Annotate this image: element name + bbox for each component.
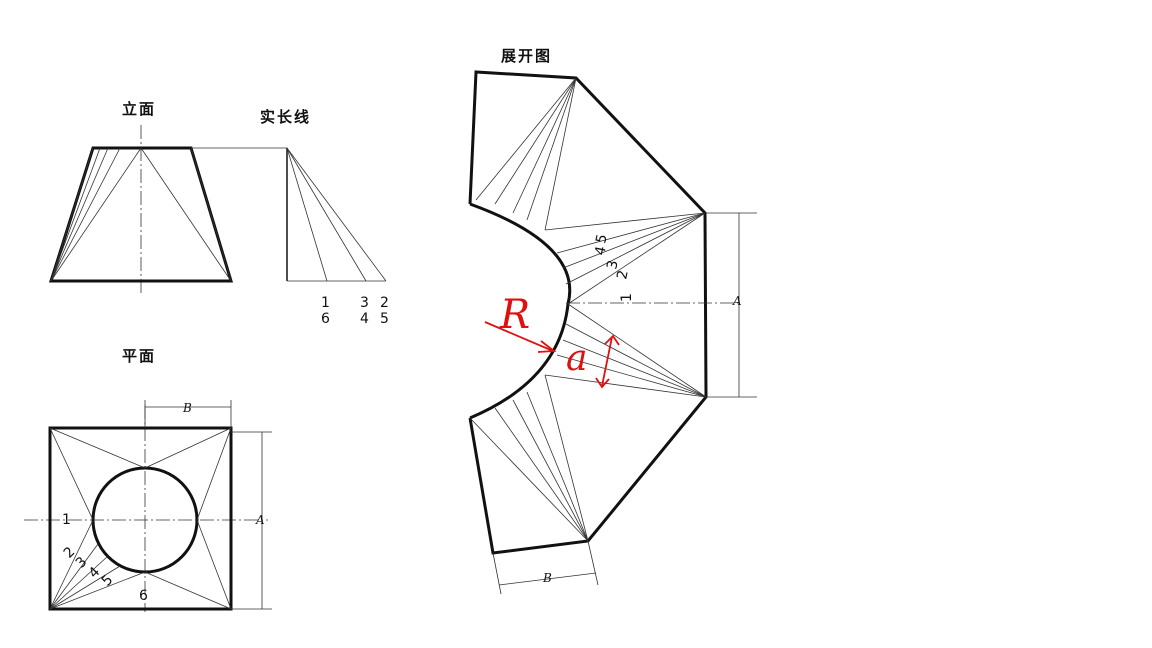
- plan-triangulation: [49, 427, 232, 610]
- tl-label-1: 1: [321, 295, 330, 311]
- a-arrow-shaft: [601, 336, 613, 387]
- dev-label-3: 3: [604, 259, 622, 271]
- dev-label-1: 1: [619, 293, 635, 302]
- elevation-triangulation: [50, 147, 232, 282]
- elevation-title: 立面: [122, 100, 156, 118]
- dev-dim-b-line: [498, 572, 597, 586]
- plan-label-5: 5: [99, 572, 117, 590]
- true-length-line-2: [286, 147, 387, 282]
- a-arrow-head-bottom: [595, 377, 610, 389]
- plan-label-6: 6: [139, 588, 148, 604]
- plan-view: 平面 B A 1 2 3 4 5: [24, 347, 272, 612]
- development-title: 展开图: [501, 47, 552, 65]
- dev-dim-b-ext-left: [492, 552, 502, 595]
- tl-label-5: 5: [380, 311, 389, 327]
- development-outline: [468, 70, 708, 555]
- true-length-line-1: [286, 147, 328, 282]
- a-arrow-head-top: [604, 334, 620, 346]
- a-annotation: a: [566, 338, 587, 379]
- tl-label-6: 6: [321, 311, 330, 327]
- dev-label-4: 4: [592, 245, 610, 257]
- dev-label-5: 5: [593, 233, 611, 245]
- radius-arrow-shaft: [484, 321, 554, 352]
- true-length-line-3: [286, 147, 367, 282]
- development-lower-triangulation: [469, 374, 589, 542]
- radius-annotation: R: [499, 292, 530, 338]
- plan-dim-a-label: A: [255, 513, 265, 527]
- dev-dim-a-label: A: [732, 294, 742, 308]
- tl-label-2: 2: [380, 295, 389, 311]
- dev-dim-b-ext-right: [587, 540, 599, 586]
- dev-label-2: 2: [614, 269, 632, 281]
- tl-label-3: 3: [360, 295, 369, 311]
- radius-arrow-head: [537, 340, 557, 353]
- elevation-view: 立面: [48, 100, 287, 296]
- plan-square: [48, 426, 233, 611]
- development-upper-triangulation: [475, 77, 577, 231]
- plan-title: 平面: [122, 347, 156, 365]
- plan-dim-b-label: B: [182, 401, 192, 415]
- red-annotations: R a: [484, 292, 620, 389]
- development-middle-triangulation: [544, 212, 707, 398]
- tl-label-4: 4: [360, 311, 369, 327]
- plan-label-1: 1: [62, 512, 71, 528]
- true-length-title: 实长线: [260, 108, 311, 126]
- development-view: 展开图: [468, 47, 757, 595]
- true-length-view: 实长线 1 3 2 6 4 5: [260, 108, 389, 327]
- dev-dim-b-label: B: [542, 571, 552, 585]
